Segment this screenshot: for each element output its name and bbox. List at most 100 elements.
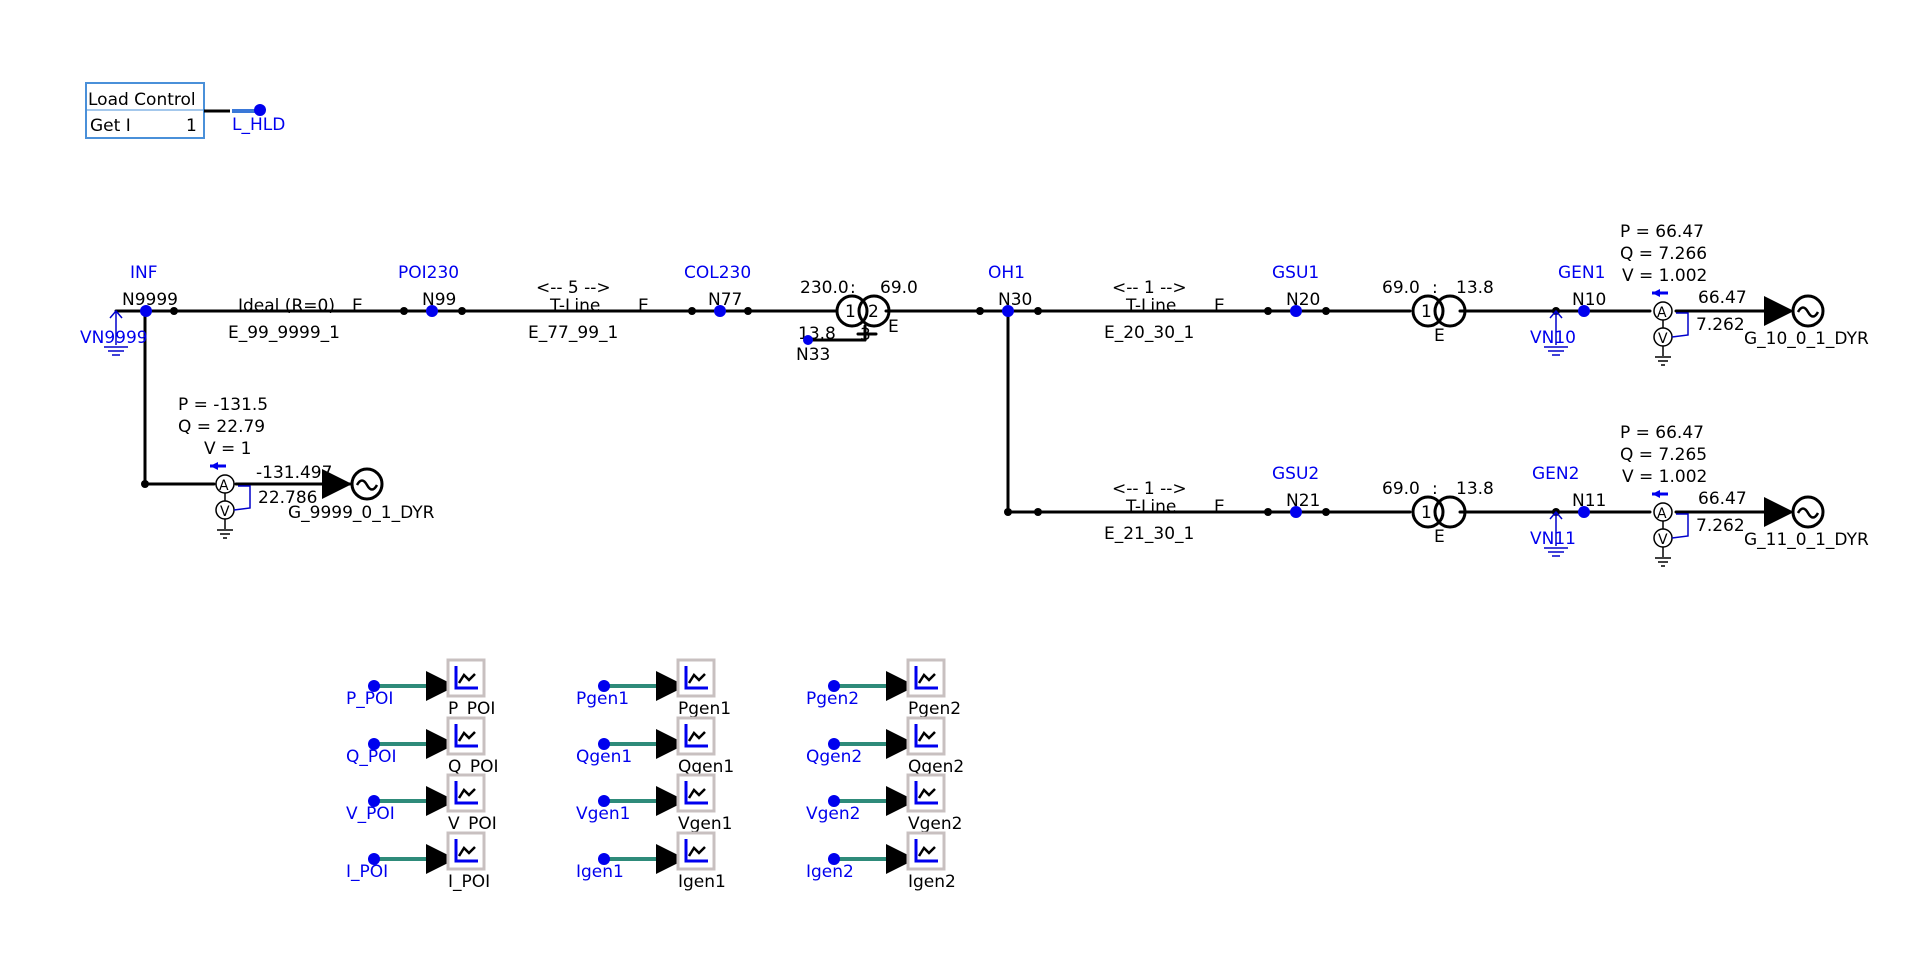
signal-port[interactable] [598, 853, 610, 865]
plot-label: Igen2 [908, 872, 956, 892]
branch-e21[interactable]: <-- 1 --> T-Line E E_21_30_1 [1104, 479, 1272, 544]
bus-inf-vn: VN9999 [80, 328, 148, 348]
plot-icon[interactable] [676, 658, 716, 698]
branch-e99-name: E_99_9999_1 [228, 323, 340, 343]
bus-oh1[interactable]: OH1 N30 [988, 263, 1042, 516]
bus-gen2[interactable]: GEN2 N11 VN11 [1530, 464, 1606, 557]
branch-e77[interactable]: <-- 5 --> T-Line E E_77_99_1 [528, 278, 696, 343]
gsu1-sep: : [1432, 278, 1438, 298]
branch-e20[interactable]: <-- 1 --> T-Line E E_20_30_1 [1104, 278, 1272, 343]
plot-label: V_POI [448, 814, 497, 834]
gen2-voltmeter: V [1658, 532, 1668, 548]
signal-label: P_POI [346, 689, 393, 709]
plot-icon[interactable] [906, 831, 946, 871]
plot-trend-icon [457, 846, 476, 857]
source-gen1[interactable]: P = 66.47 Q = 7.266 V = 1.002 A V 66.47 … [1620, 222, 1869, 366]
gsu1-w1: 1 [1421, 302, 1432, 322]
plot-icon[interactable] [906, 658, 946, 698]
bus-poi230[interactable]: POI230 N99 [398, 263, 466, 317]
transformer-gsu2[interactable]: 69.0 : 13.8 1 E [1382, 479, 1494, 547]
gen2-name: G_11_0_1_DYR [1744, 530, 1869, 550]
bus-gen1[interactable]: GEN1 N10 VN10 [1530, 263, 1606, 356]
signal-port[interactable] [828, 853, 840, 865]
signal-port[interactable] [368, 680, 380, 692]
source-gen2[interactable]: P = 66.47 Q = 7.265 V = 1.002 A V 66.47 … [1620, 423, 1869, 567]
bus-col230-dot[interactable] [714, 305, 726, 317]
plot-axes-icon [914, 781, 938, 805]
inf-v: V = 1 [204, 439, 252, 459]
t3w-w2: 2 [868, 302, 879, 322]
bus-oh1-dot[interactable] [1002, 305, 1014, 317]
load-control-title: Load Control [88, 90, 196, 110]
bus-inf-name: INF [130, 263, 158, 283]
bus-gsu1-name: GSU1 [1272, 263, 1319, 283]
plot-icon[interactable] [676, 831, 716, 871]
gen1-v: V = 1.002 [1622, 266, 1707, 286]
bus-gen2-node: N11 [1572, 491, 1606, 511]
plot-trend-icon [917, 788, 936, 799]
bus-gsu2[interactable]: GSU2 N21 [1272, 464, 1330, 518]
bus-inf-dot[interactable] [140, 305, 152, 317]
bus-gen2-dot[interactable] [1578, 506, 1590, 518]
signal-port[interactable] [368, 795, 380, 807]
signal-port[interactable] [598, 795, 610, 807]
bus-gsu2-dot[interactable] [1290, 506, 1302, 518]
bus-gen1-name: GEN1 [1558, 263, 1605, 283]
plot-label: Qgen1 [678, 757, 734, 777]
bus-n33-node: N33 [796, 345, 830, 365]
plot-icon[interactable] [906, 773, 946, 813]
inf-p: P = -131.5 [178, 395, 268, 415]
plot-axes-icon [454, 781, 478, 805]
inf-ammeter: A [219, 478, 229, 494]
signal-port[interactable] [598, 680, 610, 692]
branch-e99[interactable]: Ideal (R=0) E E_99_9999_1 [228, 296, 408, 343]
plot-axes-icon [454, 666, 478, 690]
gen2-ammeter: A [1657, 506, 1667, 522]
gen2-p-val: 66.47 [1698, 489, 1747, 509]
bus-poi230-node: N99 [422, 290, 456, 310]
bus-gsu1-dot[interactable] [1290, 305, 1302, 317]
plot-trend-icon [917, 673, 936, 684]
inf-name: G_9999_0_1_DYR [288, 503, 435, 523]
signal-port[interactable] [828, 738, 840, 750]
bus-col230[interactable]: COL230 N77 [684, 263, 752, 317]
load-control-output-port[interactable] [254, 104, 266, 116]
plot-axes-icon [454, 724, 478, 748]
source-inf[interactable]: P = -131.5 Q = 22.79 V = 1 A V -131.497 … [178, 395, 435, 539]
bus-gen1-dot[interactable] [1578, 305, 1590, 317]
transformer-3w[interactable]: 230.0 : 69.0 1 2 E 13.8 3 N33 [796, 278, 984, 365]
bus-gsu2-node: N21 [1286, 491, 1320, 511]
signal-label: Vgen1 [576, 804, 630, 824]
branch-e99-end: E [352, 296, 363, 316]
bus-n33-dot[interactable] [803, 335, 813, 345]
signal-port[interactable] [368, 738, 380, 750]
load-control-block[interactable]: Load Control Get I 1 L_HLD [85, 82, 285, 139]
bus-gsu1[interactable]: GSU1 N20 [1272, 263, 1330, 317]
signal-port[interactable] [368, 853, 380, 865]
bus-inf[interactable]: INF N9999 VN9999 [80, 263, 178, 488]
plot-icon[interactable] [446, 831, 486, 871]
load-control-value: 1 [186, 116, 197, 136]
bus-oh1-name: OH1 [988, 263, 1025, 283]
transformer-gsu1[interactable]: 69.0 : 13.8 1 E [1382, 278, 1494, 346]
signal-port[interactable] [828, 795, 840, 807]
branch-e21-type: T-Line [1125, 497, 1176, 517]
bus-poi230-dot[interactable] [426, 305, 438, 317]
branch-e21-end: E [1214, 497, 1225, 517]
signal-port[interactable] [598, 738, 610, 750]
signal-label: Qgen2 [806, 747, 862, 767]
signal-port[interactable] [828, 680, 840, 692]
